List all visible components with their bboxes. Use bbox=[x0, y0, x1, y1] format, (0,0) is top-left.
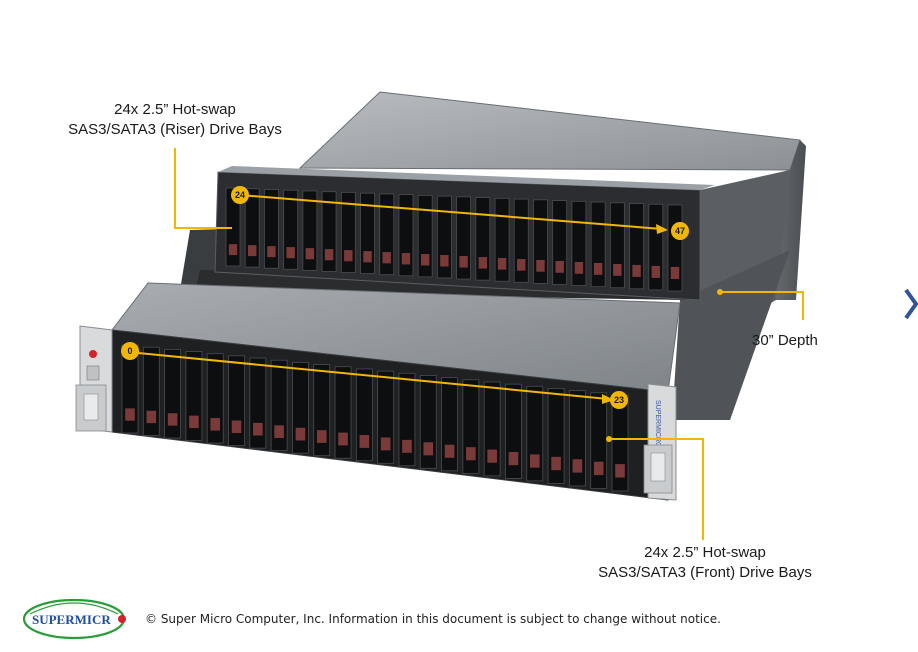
drive-bay-latch bbox=[324, 249, 334, 261]
front-bays bbox=[121, 344, 629, 492]
drive-bay-latch bbox=[517, 259, 526, 271]
drive-bay-latch bbox=[593, 461, 604, 476]
front-panel bbox=[111, 329, 669, 501]
drive-bay-latch bbox=[380, 437, 391, 451]
logo-dot-icon bbox=[118, 615, 126, 623]
drive-bay-latch bbox=[316, 430, 327, 443]
supermicro-logo: SUPERMICR bbox=[22, 598, 126, 640]
drive-bay-latch bbox=[402, 439, 412, 453]
riser-drive-bays-label: 24x 2.5” Hot-swap SAS3/SATA3 (Riser) Dri… bbox=[40, 100, 310, 140]
callout-arrowheads bbox=[602, 224, 723, 442]
logo-wordmark: SUPERMICR bbox=[32, 612, 111, 627]
drive-bay-latch bbox=[338, 432, 348, 446]
riser-bays bbox=[225, 187, 683, 292]
bay-markers: 24 47 0 23 bbox=[121, 186, 689, 409]
front-label-line1: 24x 2.5” Hot-swap bbox=[644, 544, 766, 561]
drive-bay-latch bbox=[210, 418, 221, 431]
marker-riser-end-label: 47 bbox=[675, 226, 685, 236]
drive-bay-latch bbox=[615, 464, 625, 478]
front-callout-line bbox=[609, 438, 704, 540]
drive-bay-latch bbox=[363, 251, 372, 263]
power-button-icon[interactable] bbox=[89, 350, 97, 358]
right-rack-ear: SUPERMICRO bbox=[643, 383, 677, 501]
drive-bay-latch bbox=[253, 422, 263, 436]
marker-front-start bbox=[121, 342, 139, 360]
marker-front-start-label: 0 bbox=[127, 346, 132, 356]
drive-bay-latch bbox=[632, 264, 641, 277]
drive-bay-latch bbox=[551, 456, 561, 471]
drive-bay-latch bbox=[508, 451, 519, 466]
drive-bay-latch bbox=[423, 442, 434, 456]
drive-bay-latch bbox=[267, 246, 276, 258]
drive-bay-latch bbox=[459, 256, 468, 268]
drive-bay-latch bbox=[146, 410, 157, 424]
front-range-arrow-line bbox=[127, 351, 609, 400]
drive-bay-latch bbox=[248, 245, 257, 257]
drive-bay-latch bbox=[555, 260, 564, 273]
drive-bay-latch bbox=[359, 435, 370, 448]
marker-front-end bbox=[610, 391, 628, 409]
depth-label: 30” Depth bbox=[752, 332, 818, 349]
riser-label-line1: 24x 2.5” Hot-swap bbox=[114, 101, 236, 118]
drive-bay-latch bbox=[228, 244, 238, 256]
depth-callout-line bbox=[720, 291, 804, 320]
drive-bay-latch bbox=[231, 420, 242, 434]
marker-riser-start bbox=[231, 186, 249, 204]
drive-bay-latch bbox=[382, 252, 391, 264]
drive-bay-latch bbox=[274, 425, 284, 438]
drive-bay-latch bbox=[286, 247, 295, 259]
drive-bay-latch bbox=[167, 413, 178, 426]
drive-bay-latch bbox=[466, 447, 476, 461]
left-rack-ear bbox=[75, 325, 113, 433]
drive-bay-latch bbox=[444, 444, 455, 458]
drive-bay-latch bbox=[478, 257, 488, 269]
callout-lines bbox=[127, 148, 804, 540]
drive-bay-latch bbox=[487, 449, 497, 463]
drive-bay-latch bbox=[295, 427, 306, 441]
marker-riser-start-label: 24 bbox=[235, 190, 245, 200]
drive-bay-latch bbox=[440, 255, 449, 267]
riser-callout-line bbox=[174, 148, 232, 229]
drive-bay-latch bbox=[651, 265, 660, 278]
drive-bay-latch bbox=[670, 266, 680, 279]
riser-label-line2: SAS3/SATA3 (Riser) Drive Bays bbox=[68, 121, 282, 138]
drive-bay-latch bbox=[344, 250, 353, 262]
front-label-line2: SAS3/SATA3 (Front) Drive Bays bbox=[598, 564, 812, 581]
drive-bay-latch bbox=[593, 262, 603, 275]
drive-bay-latch bbox=[420, 254, 430, 266]
front-drive-bays-label: 24x 2.5” Hot-swap SAS3/SATA3 (Front) Dri… bbox=[560, 543, 850, 583]
drive-bay-latch bbox=[305, 248, 315, 260]
drive-bay-latch bbox=[613, 263, 622, 276]
riser-range-arrow-line bbox=[239, 194, 663, 230]
drive-bay-latch bbox=[125, 408, 135, 421]
drive-bay-latch bbox=[536, 259, 545, 272]
marker-front-end-label: 23 bbox=[614, 395, 624, 405]
side-brand-label: SUPERMICRO bbox=[654, 400, 661, 448]
chevron-right-icon[interactable] bbox=[902, 286, 918, 322]
marker-riser-end bbox=[671, 222, 689, 240]
riser-drive-cage bbox=[214, 166, 715, 301]
drive-bay-latch bbox=[497, 258, 507, 270]
copyright-notice: © Super Micro Computer, Inc. Information… bbox=[145, 612, 721, 626]
drive-bay-latch bbox=[572, 459, 583, 473]
drive-bay-latch bbox=[189, 415, 199, 429]
footer: SUPERMICR © Super Micro Computer, Inc. I… bbox=[20, 596, 900, 644]
drive-bay-latch bbox=[529, 454, 540, 468]
drive-bay-latch bbox=[401, 253, 411, 265]
drive-bay-latch bbox=[574, 261, 584, 274]
